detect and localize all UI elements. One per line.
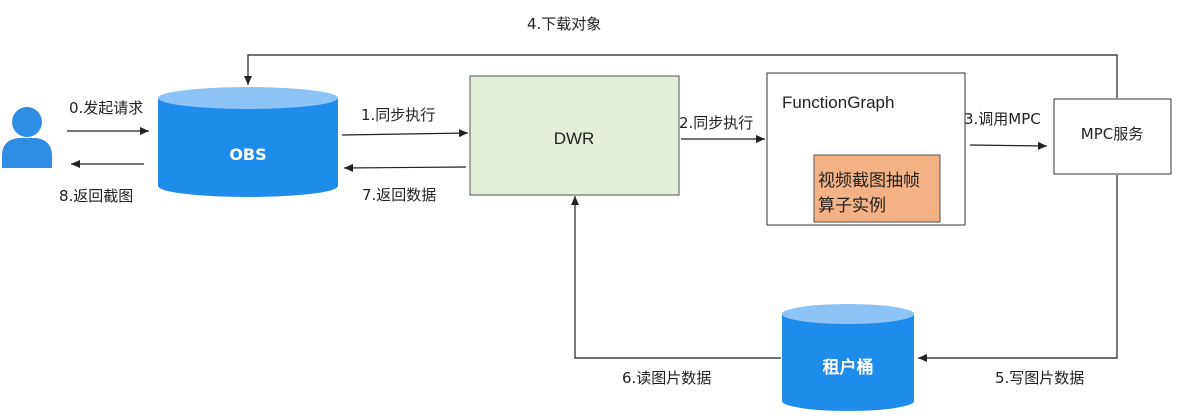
edge-5-label: 5.写图片数据 — [995, 369, 1084, 387]
edge-7-arrow — [343, 163, 467, 172]
edge-4-label: 4.下载对象 — [527, 15, 601, 33]
edge-6-label: 6.读图片数据 — [622, 369, 711, 387]
dwr-box: DWR — [469, 75, 680, 196]
user-icon — [2, 107, 52, 168]
dwr-label: DWR — [554, 129, 595, 148]
operator-label-line2: 算子实例 — [818, 196, 886, 216]
tenant-bucket-label: 租户桶 — [823, 357, 874, 378]
tenant-bucket-cylinder: 租户桶 — [782, 304, 914, 411]
edge-5-arrow — [918, 175, 1118, 362]
function-graph-label: FunctionGraph — [782, 93, 894, 112]
mpc-label: MPC服务 — [1081, 125, 1143, 143]
edge-4-arrow — [244, 54, 1118, 98]
obs-label: OBS — [229, 145, 266, 164]
operator-label-line1: 视频截图抽帧 — [818, 171, 920, 191]
edge-3-label: 3.调用MPC — [964, 110, 1041, 128]
edge-6-arrow — [571, 196, 781, 359]
obs-cylinder: OBS — [158, 87, 338, 197]
edge-0-label: 0.发起请求 — [69, 99, 143, 117]
edge-7-label: 7.返回数据 — [362, 186, 436, 204]
edge-8-label: 8.返回截图 — [59, 187, 133, 205]
edge-3-arrow — [969, 141, 1048, 150]
edge-1-arrow — [341, 129, 469, 138]
edge-2-label: 2.同步执行 — [679, 114, 753, 132]
edge-1-label: 1.同步执行 — [361, 106, 435, 124]
function-graph-box: FunctionGraph 视频截图抽帧 算子实例 — [766, 72, 966, 226]
operator-box — [813, 154, 941, 223]
mpc-box: MPC服务 — [1053, 98, 1172, 175]
